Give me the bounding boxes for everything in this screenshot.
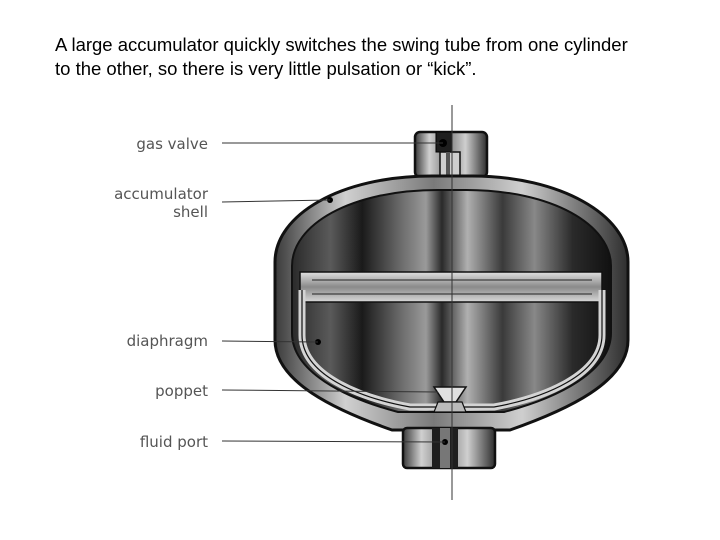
poppet-part <box>432 386 468 413</box>
label-accumulator-line2: shell <box>173 203 208 221</box>
label-gas-valve: gas valve <box>136 135 208 153</box>
label-poppet: poppet <box>155 382 208 400</box>
caption-line-2: to the other, so there is very little pu… <box>55 58 477 79</box>
leader-lines <box>221 142 446 443</box>
label-accumulator-line1: accumulator <box>114 185 209 203</box>
diaphragm-band <box>299 271 603 303</box>
label-fluid-port: fluid port <box>140 433 208 451</box>
fluid-port-part <box>401 426 497 470</box>
slide-caption: A large accumulator quickly switches the… <box>55 33 695 81</box>
caption-line-1: A large accumulator quickly switches the… <box>55 34 628 55</box>
label-diaphragm: diaphragm <box>127 332 208 350</box>
